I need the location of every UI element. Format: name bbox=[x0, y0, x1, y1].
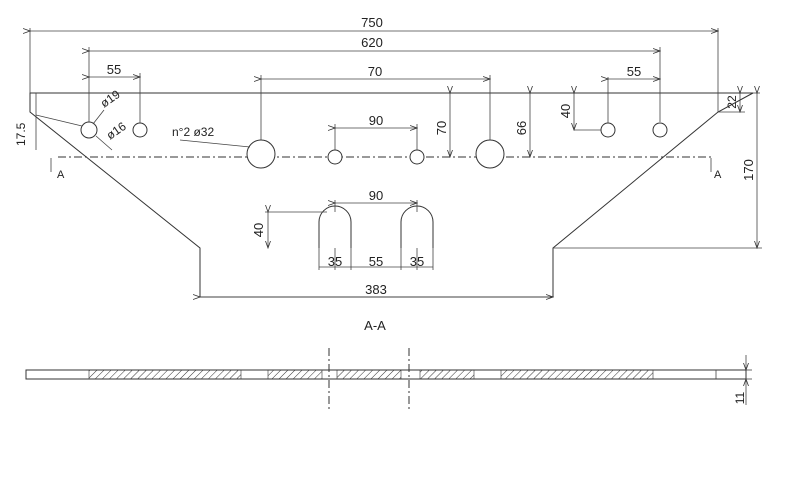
dim-center-height: 70 bbox=[434, 121, 449, 135]
holes bbox=[80, 121, 668, 169]
dim-left-edge: 17.5 bbox=[14, 122, 28, 146]
dim-hole-pitch-right: 55 bbox=[627, 64, 641, 79]
section-hatch-5 bbox=[500, 369, 654, 380]
dimension-labels: 750 620 55 70 55 90 ø19 ø16 n°2 ø32 17.5… bbox=[14, 15, 756, 297]
big-hole-right bbox=[475, 139, 505, 169]
section-view: 11 bbox=[25, 348, 752, 410]
big-hole-left bbox=[246, 139, 276, 169]
hole-right-1 bbox=[600, 122, 616, 138]
section-hatch-1 bbox=[88, 369, 242, 380]
dim-top-right: 22 bbox=[725, 95, 739, 109]
dim-inner-hole-spacing: 90 bbox=[369, 113, 383, 128]
hole-center-right bbox=[409, 149, 425, 165]
dim-hole-dia-19: ø19 bbox=[98, 87, 123, 111]
hole-right-2 bbox=[652, 122, 668, 138]
dim-bottom-width: 383 bbox=[365, 282, 387, 297]
dim-slot-spacing: 90 bbox=[369, 188, 383, 203]
section-marker-left: A bbox=[57, 169, 65, 181]
dim-right-height: 66 bbox=[514, 121, 529, 135]
slot-right bbox=[400, 205, 434, 248]
dim-slot-width-right: 35 bbox=[410, 254, 424, 269]
dim-hole-dia-16: ø16 bbox=[104, 119, 129, 143]
dim-slot-depth: 40 bbox=[251, 223, 266, 237]
dim-slot-width-left: 35 bbox=[328, 254, 342, 269]
dim-total-height: 170 bbox=[741, 159, 756, 181]
dim-inner-width: 620 bbox=[361, 35, 383, 50]
section-hatch-4 bbox=[419, 369, 475, 380]
dimension-lines bbox=[30, 28, 762, 297]
section-hatch-2 bbox=[267, 369, 323, 380]
hole-left-1 bbox=[80, 121, 98, 139]
dim-hole-pitch-left: 55 bbox=[107, 62, 121, 77]
section-marker-right: A bbox=[714, 169, 722, 181]
section-title: A-A bbox=[364, 318, 386, 333]
hole-center-left bbox=[327, 149, 343, 165]
dim-right-hole-offset: 40 bbox=[558, 104, 573, 118]
dim-center-spacing: 70 bbox=[368, 64, 382, 79]
dim-overall-width: 750 bbox=[361, 15, 383, 30]
dim-thickness: 11 bbox=[733, 391, 747, 404]
hole-left-2 bbox=[132, 122, 148, 138]
section-hatch-3 bbox=[336, 369, 402, 380]
dim-slot-gap: 55 bbox=[369, 254, 383, 269]
dim-big-holes: n°2 ø32 bbox=[172, 125, 214, 139]
